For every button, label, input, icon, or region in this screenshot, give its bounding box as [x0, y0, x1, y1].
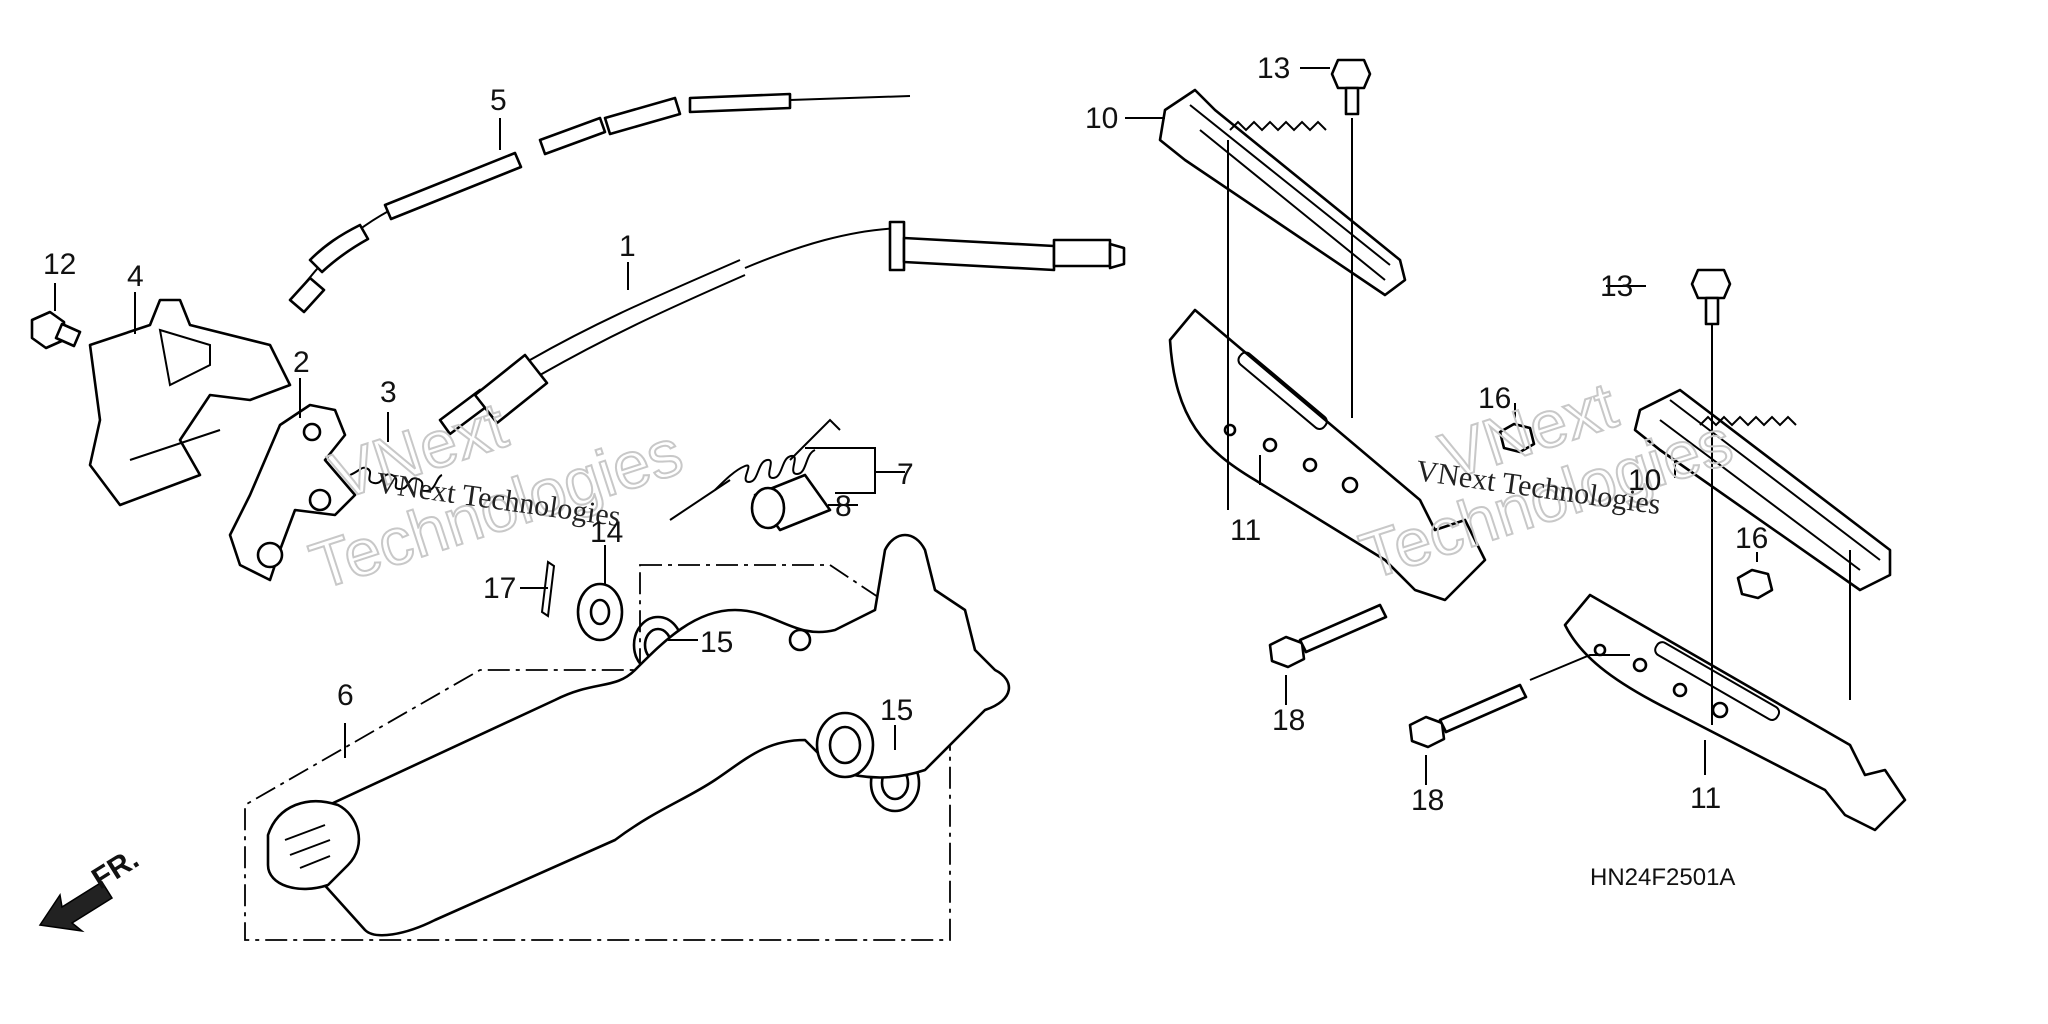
callout-15-lower: 15 — [880, 694, 913, 727]
callout-3: 3 — [380, 376, 397, 409]
callout-labels: 5 1 4 12 2 3 7 8 14 17 15 15 6 10 13 16 … — [43, 52, 1768, 817]
part-4-bracket — [88, 298, 292, 507]
part-18-bolt-lower — [1408, 683, 1528, 749]
part-14-washer — [576, 582, 624, 642]
callout-18-upper: 18 — [1272, 704, 1305, 737]
callout-1: 1 — [619, 230, 636, 263]
part-2-bracket — [228, 403, 357, 582]
part-13-bolt-upper — [1330, 58, 1372, 116]
part-1-cable — [438, 220, 1126, 436]
callout-2: 2 — [293, 346, 310, 379]
callout-11-lower: 11 — [1690, 782, 1721, 815]
diagram-code: HN24F2501A — [1590, 864, 1735, 891]
callout-18-lower: 18 — [1411, 784, 1444, 817]
callout-12: 12 — [43, 248, 76, 281]
part-16-nut-lower — [1736, 568, 1774, 600]
part-3-spring — [349, 466, 443, 493]
part-7-spring — [669, 418, 841, 521]
callout-15-upper: 15 — [700, 626, 733, 659]
callout-4: 4 — [127, 260, 144, 293]
callout-16-lower: 16 — [1735, 522, 1768, 555]
part-18-bolt-upper — [1268, 603, 1388, 669]
leader-lines — [54, 67, 1851, 785]
part-12-bolt — [30, 310, 82, 350]
callout-17: 17 — [483, 572, 516, 605]
part-16-nut-upper — [1498, 422, 1536, 454]
callout-13-lower: 13 — [1600, 270, 1633, 303]
part-10-step-lower — [1633, 388, 1892, 592]
part-11-bracket-upper — [1168, 308, 1487, 602]
callout-10-upper: 10 — [1085, 102, 1118, 135]
part-11-bracket-lower — [1563, 593, 1907, 832]
callout-7: 7 — [897, 458, 914, 491]
front-arrow-icon: FR. — [38, 842, 145, 933]
callout-14: 14 — [590, 516, 623, 549]
callout-16-upper: 16 — [1478, 382, 1511, 415]
callout-6: 6 — [337, 679, 354, 712]
callout-11-upper: 11 — [1230, 514, 1261, 547]
callout-10-lower: 10 — [1628, 464, 1661, 497]
callout-13-upper: 13 — [1257, 52, 1290, 85]
part-13-bolt-lower — [1690, 268, 1732, 326]
part-10-step-upper — [1158, 88, 1407, 297]
part-6-pedal — [244, 533, 1011, 941]
part-17-cotter-pin — [540, 560, 556, 618]
callout-5: 5 — [490, 84, 507, 117]
part-5-cable — [288, 92, 911, 314]
part-8-collar — [750, 473, 832, 532]
callout-8: 8 — [835, 490, 852, 523]
